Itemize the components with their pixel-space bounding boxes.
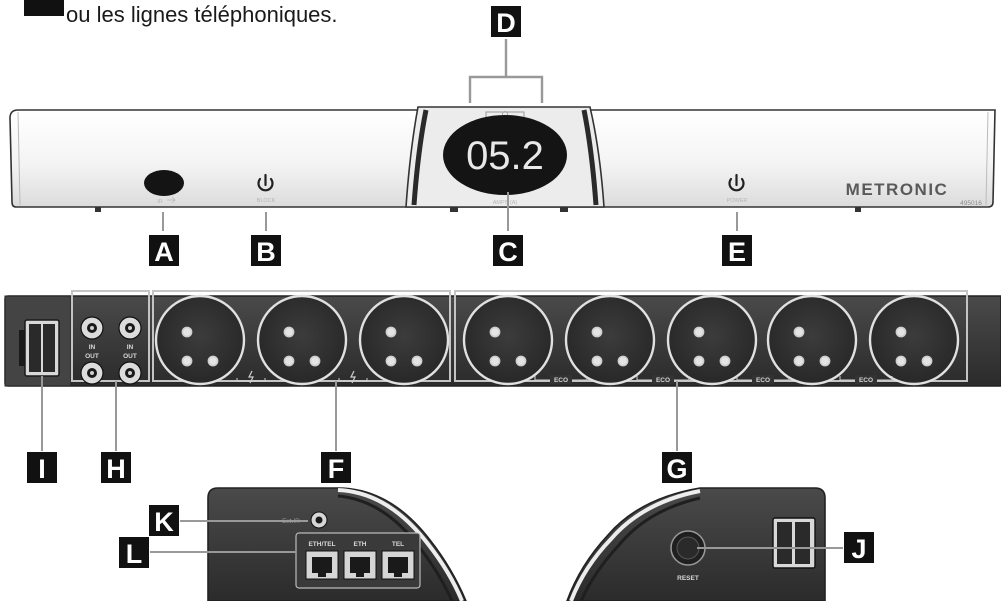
surge-protection-icon-2 — [338, 370, 368, 384]
eco-mark-1: ECO — [534, 375, 588, 384]
outlet-socket-1 — [154, 294, 246, 386]
callout-h: H — [101, 452, 131, 484]
coax-in-label-right: IN — [127, 344, 134, 351]
eco-mark-3: ECO — [839, 375, 893, 384]
model-number: 495016 — [960, 200, 982, 207]
callout-c: C — [493, 235, 523, 267]
block-power-icon — [257, 173, 274, 192]
callout-g: G — [662, 452, 692, 484]
outlet-socket-5 — [564, 294, 656, 386]
callout-k-text: K — [154, 507, 174, 537]
left-side-view: ETH/TEL ETH TEL Ext.IR — [207, 487, 467, 601]
callout-d: D — [491, 6, 521, 38]
eco-label-1: ECO — [554, 377, 568, 384]
coax-in-right[interactable] — [118, 316, 142, 340]
callout-f: F — [321, 452, 351, 484]
callout-l-text: L — [126, 539, 143, 569]
callout-j: J — [844, 532, 874, 564]
callout-e: E — [722, 235, 752, 267]
block-label: BLOCK — [257, 198, 276, 204]
callout-a-text: A — [154, 237, 174, 267]
coax-out-label-left: OUT — [85, 353, 99, 360]
callout-i: I — [27, 452, 57, 484]
callout-e-text: E — [728, 237, 746, 267]
back-view: IN OUT IN OUT ECO ECO ECO ECO — [4, 290, 1001, 387]
callout-f-text: F — [328, 454, 345, 484]
callout-d-text: D — [496, 8, 516, 38]
coax-out-left[interactable] — [80, 361, 104, 385]
eco-label-4: ECO — [656, 377, 670, 384]
coax-in-label-left: IN — [89, 344, 96, 351]
outlet-socket-7 — [766, 294, 858, 386]
outlet-socket-8 — [868, 294, 960, 386]
outlet-socket-6 — [666, 294, 758, 386]
outlet-socket-4 — [462, 294, 554, 386]
callout-d-bracket — [468, 39, 544, 103]
front-view: 05.2 AMPS (A) IR BLOCK POWER METRONIC 49… — [9, 106, 996, 212]
coax-out-right[interactable] — [118, 361, 142, 385]
coax-group-outline — [71, 290, 150, 382]
eco-label-3: ECO — [859, 377, 873, 384]
callout-k: K — [149, 505, 179, 537]
outlet-socket-2 — [256, 294, 348, 386]
callout-e-partial — [24, 0, 64, 16]
callout-i-text: I — [38, 454, 46, 484]
port-label-tel: TEL — [392, 541, 404, 548]
port-label-eth-tel: ETH/TEL — [308, 541, 335, 548]
ext-ir-jack[interactable] — [310, 511, 328, 529]
ir-label: IR — [157, 199, 163, 205]
port-label-eth: ETH — [354, 541, 367, 548]
eco-mark-4: ECO — [636, 375, 690, 384]
eth-port[interactable] — [343, 550, 377, 580]
eth-tel-port[interactable] — [305, 550, 339, 580]
callout-b: B — [251, 235, 281, 267]
callout-j-text: J — [851, 534, 866, 564]
caption-text: ou les lignes téléphoniques. — [66, 2, 338, 27]
brand-logo: METRONIC — [846, 180, 949, 199]
callout-g-text: G — [666, 454, 687, 484]
amps-label: AMPS (A) — [493, 200, 518, 206]
callout-c-text: C — [498, 237, 518, 267]
eco-mark-2: ECO — [736, 375, 790, 384]
callout-b-text: B — [256, 237, 276, 267]
coax-out-label-right: OUT — [123, 353, 137, 360]
surge-protection-icon-1 — [236, 370, 266, 384]
callout-a: A — [149, 235, 179, 267]
right-side-view: RESET — [566, 487, 826, 601]
ir-receiver — [144, 170, 184, 196]
outlet-socket-3 — [358, 294, 450, 386]
callout-l: L — [119, 537, 149, 569]
reset-label: RESET — [677, 575, 699, 582]
power-label: POWER — [727, 198, 748, 204]
coax-in-left[interactable] — [80, 316, 104, 340]
eco-label-2: ECO — [756, 377, 770, 384]
callout-h-text: H — [106, 454, 126, 484]
amp-display-value: 05.2 — [466, 134, 544, 178]
amp-display — [443, 115, 567, 195]
tel-port[interactable] — [381, 550, 415, 580]
main-power-icon — [728, 173, 745, 192]
